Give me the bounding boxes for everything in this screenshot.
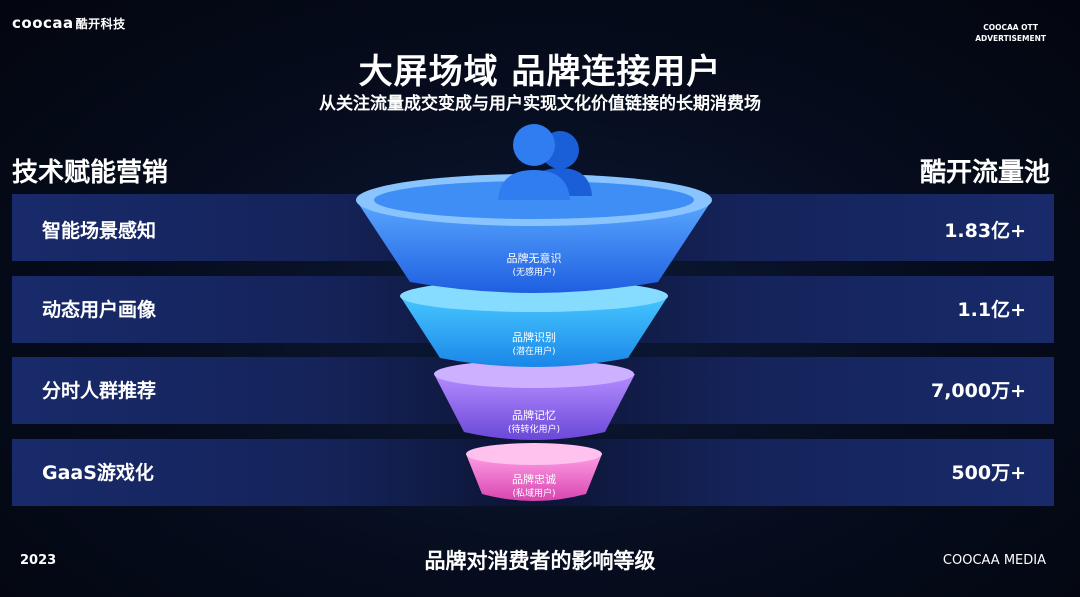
left-heading: 技术赋能营销 <box>12 158 169 188</box>
stage-2-sub: (潜在用户) <box>512 347 556 357</box>
footer-year: 2023 <box>20 553 57 568</box>
funnel-stage-4-text: 品牌忠诚 (私域用户) <box>454 473 614 501</box>
row-value-1: 1.83亿+ <box>944 220 1026 242</box>
row-value-4: 500万+ <box>951 462 1026 484</box>
corner-line1: COOCAA OTT <box>983 23 1038 32</box>
page-subtitle: 从关注流量成交变成与用户实现文化价值链接的长期消费场 <box>319 94 761 114</box>
row-value-2: 1.1亿+ <box>957 299 1026 321</box>
funnel-stage-3-text: 品牌记忆 (待转化用户) <box>454 409 614 437</box>
row-label-2: 动态用户画像 <box>42 299 157 321</box>
page-title: 大屏场域 品牌连接用户 <box>358 52 722 92</box>
stage-2-name: 品牌识别 <box>512 331 556 344</box>
row-value-3: 7,000万+ <box>930 380 1026 402</box>
row-label-3: 分时人群推荐 <box>42 380 157 402</box>
row-label-1: 智能场景感知 <box>42 220 157 242</box>
users-icon <box>498 124 592 200</box>
stage-3-name: 品牌记忆 <box>512 409 556 422</box>
stage-1-sub: (无感用户) <box>512 268 556 278</box>
stage-4-sub: (私域用户) <box>512 489 556 499</box>
corner-label: COOCAA OTT ADVERTISEMENT <box>975 22 1046 44</box>
right-heading: 酷开流量池 <box>919 158 1050 188</box>
footer-media: COOCAA MEDIA <box>942 553 1046 568</box>
row-label-4: GaaS游戏化 <box>42 462 154 484</box>
funnel-stage-1-text: 品牌无意识 (无感用户) <box>454 252 614 280</box>
funnel-stage-2-text: 品牌识别 (潜在用户) <box>454 331 614 359</box>
stage-1-name: 品牌无意识 <box>506 252 562 265</box>
stage-4-name: 品牌忠诚 <box>512 473 556 486</box>
funnel-stage-3 <box>434 360 635 440</box>
corner-line2: ADVERTISEMENT <box>975 34 1046 43</box>
funnel-stage-4 <box>466 443 602 501</box>
logo-cn-text: 酷开科技 <box>75 17 126 31</box>
stage-3-sub: (待转化用户) <box>507 425 561 435</box>
footer-caption: 品牌对消费者的影响等级 <box>424 549 656 573</box>
logo-text: coocaa <box>12 14 74 32</box>
